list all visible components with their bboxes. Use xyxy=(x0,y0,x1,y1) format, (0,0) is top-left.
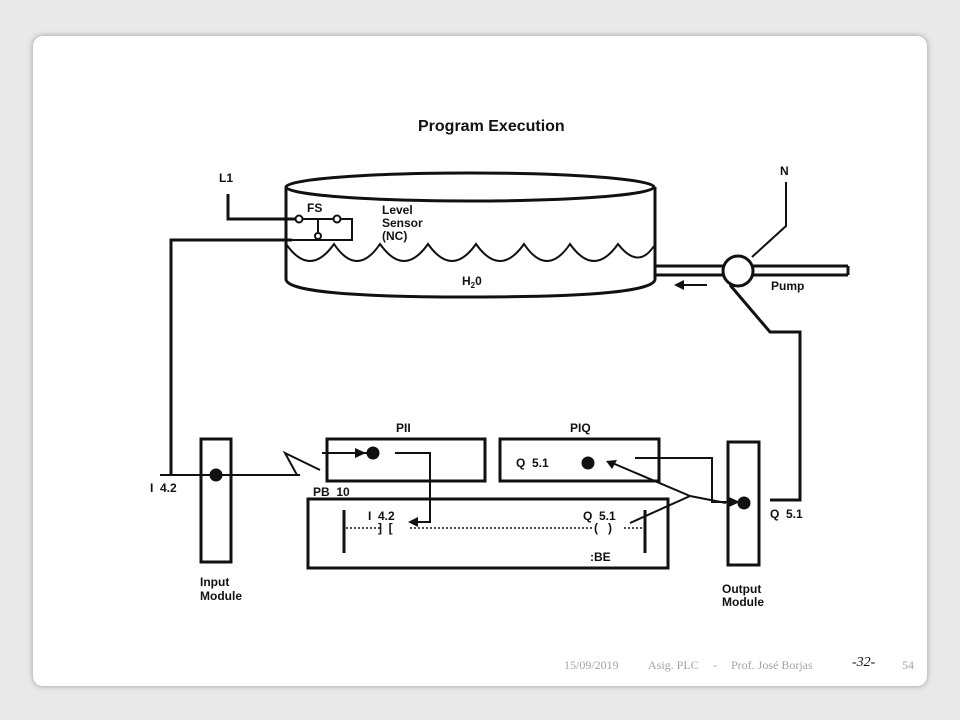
sensor-label-line1: Level xyxy=(382,203,413,217)
n-label: N xyxy=(780,164,789,178)
output-module-label-1: Output xyxy=(722,582,761,596)
block-end-label: :BE xyxy=(590,550,611,564)
tank-body xyxy=(284,187,657,299)
input-module-label-2: Module xyxy=(200,589,242,603)
l1-wire xyxy=(226,194,296,221)
output-module xyxy=(726,440,761,567)
sensor-label-line3: (NC) xyxy=(382,229,407,243)
input-address: I 4.2 xyxy=(150,481,177,495)
footer-author: Prof. José Borjas xyxy=(731,658,813,672)
pii-box xyxy=(325,437,487,483)
output-address: Q 5.1 xyxy=(770,507,803,521)
sensor-label-line2: Sensor xyxy=(382,216,423,230)
contact-symbol: ] [ xyxy=(378,521,393,535)
input-module-label-1: Input xyxy=(200,575,229,589)
tank-top xyxy=(284,171,656,203)
pump-symbol xyxy=(721,254,755,288)
footer-course: Asig. PLC xyxy=(648,658,699,672)
coil-address: Q 5.1 xyxy=(583,509,616,523)
flow-switch-label: FS xyxy=(307,201,322,215)
sensor-wire xyxy=(169,238,292,475)
water-label: H20 xyxy=(462,274,482,290)
footer-date: 15/09/2019 xyxy=(564,658,619,672)
footer-separator: - xyxy=(713,658,717,672)
piq-box xyxy=(498,437,661,483)
piq-label: PIQ xyxy=(570,421,591,435)
pump-wire xyxy=(728,284,802,502)
coil-symbol: ( ) xyxy=(594,521,612,535)
contact-address: I 4.2 xyxy=(368,509,395,523)
pump-label: Pump xyxy=(771,279,804,293)
program-block-label: PB 10 xyxy=(313,485,350,499)
footer-slide-number: 54 xyxy=(902,658,914,672)
input-module xyxy=(199,437,233,564)
n-wire xyxy=(751,182,787,258)
pii-label: PII xyxy=(396,421,411,435)
l1-label: L1 xyxy=(219,171,233,185)
piq-address: Q 5.1 xyxy=(516,456,549,470)
water-surface xyxy=(285,242,655,262)
diagram-title: Program Execution xyxy=(418,118,565,135)
output-module-label-2: Module xyxy=(722,595,764,609)
program-block-box xyxy=(306,497,670,570)
slide xyxy=(33,36,927,686)
footer-page-code: -32- xyxy=(852,655,876,670)
